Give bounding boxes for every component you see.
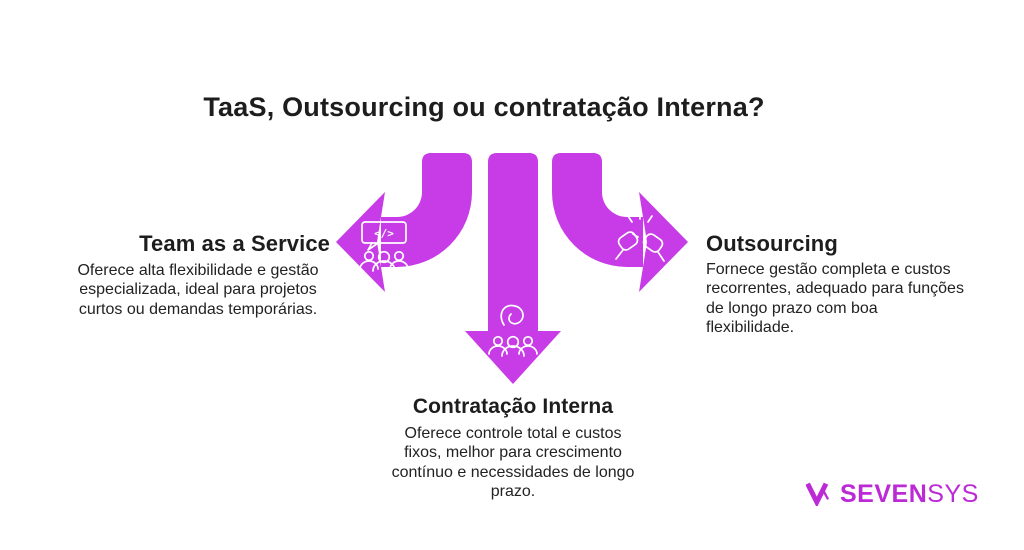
taas-description: Oferece alta flexibilidade e gestão espe… [77,262,319,318]
logo-text-light: SYS [927,479,979,508]
double-v-mark-icon [806,482,829,506]
interna-heading: Contratação Interna [412,395,614,418]
code-glyph: </> [374,227,394,240]
code-team-icon: </> [359,221,409,272]
outsourcing-heading: Outsourcing [706,231,838,256]
left-arrow-shape [336,153,472,292]
taas-heading: Team as a Service [139,231,330,256]
logo-text-bold: SEVEN [840,479,928,508]
fist-bump-icon [615,211,665,262]
center-arrow-shape [465,153,561,384]
interna-description: Oferece controle total e custos fixos, m… [391,425,635,501]
right-arrow-shape [552,153,688,292]
diagram-title: TaaS, Outsourcing ou contratação Interna… [203,92,765,123]
team-idea-icon [488,304,538,357]
outsourcing-description: Fornece gestão completa e custos recorre… [706,261,964,337]
